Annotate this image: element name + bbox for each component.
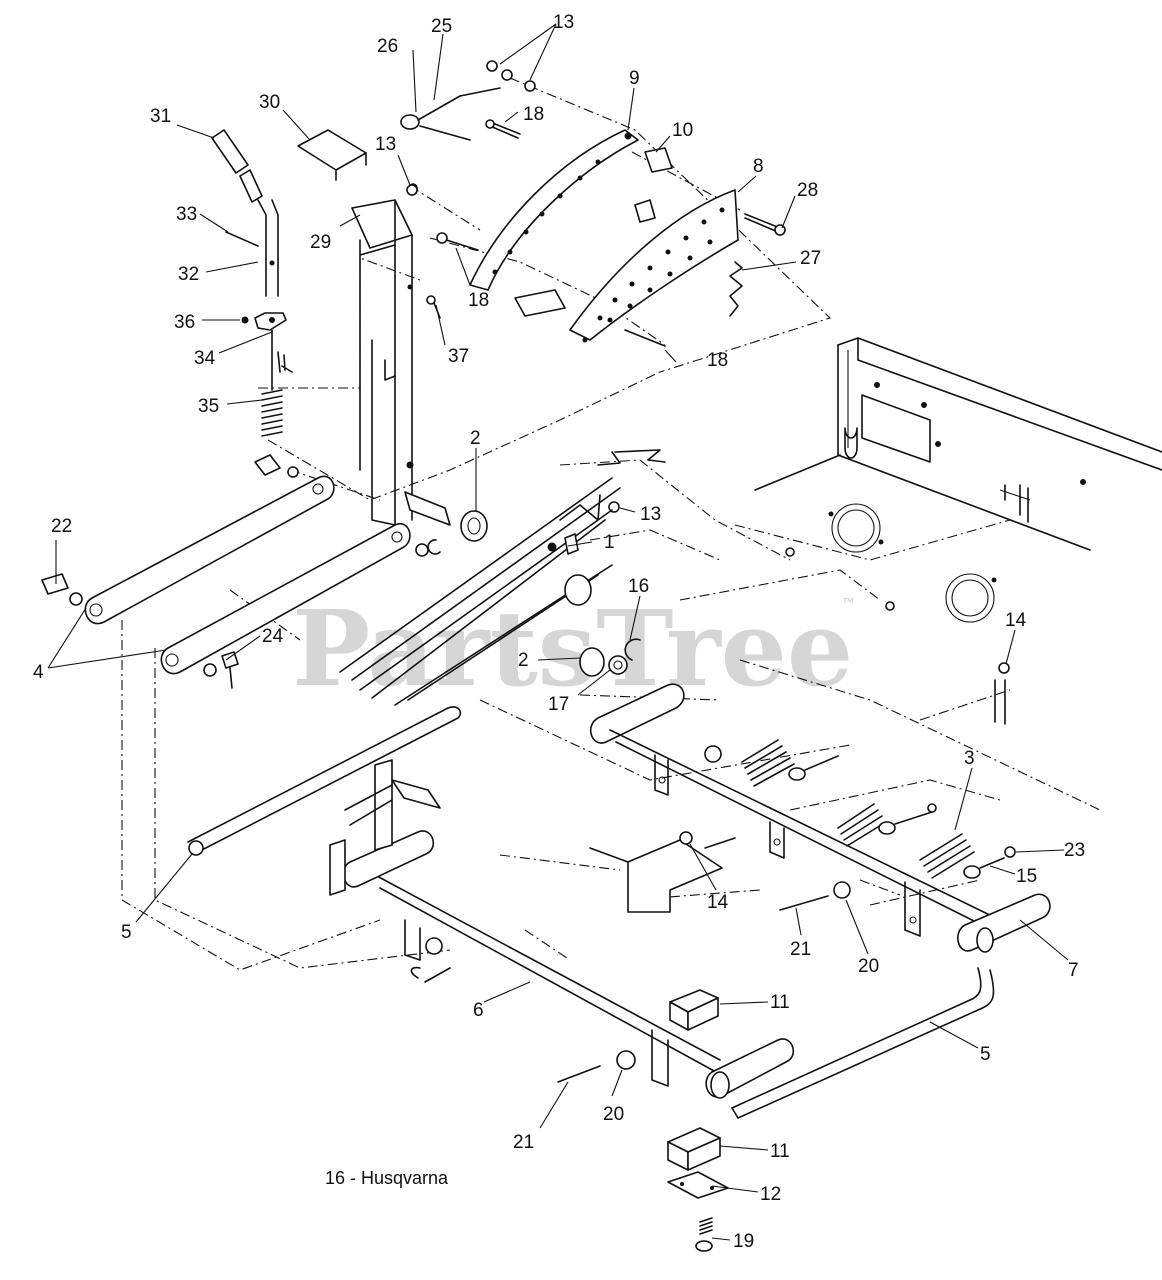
pivot-assembly: [339, 477, 641, 706]
foot-pedal-assembly: [400, 60, 786, 347]
callout-2: 2: [470, 428, 481, 449]
chassis-frame: [754, 337, 1162, 725]
callout-2: 2: [518, 650, 529, 671]
callout-33: 33: [176, 204, 197, 225]
callout-8: 8: [753, 156, 764, 177]
callout-16: 16: [628, 576, 649, 597]
callout-10: 10: [672, 120, 693, 141]
callout-20: 20: [858, 956, 879, 977]
callout-14: 14: [707, 892, 729, 913]
callout-17: 17: [548, 694, 569, 715]
callout-28: 28: [797, 180, 818, 201]
callout-6: 6: [473, 1000, 484, 1021]
callout-14: 14: [1005, 610, 1027, 631]
callout-1: 1: [604, 532, 615, 553]
callout-18: 18: [468, 290, 489, 311]
callout-15: 15: [1016, 866, 1037, 887]
callout-24: 24: [262, 626, 284, 647]
linkage-bars: [41, 475, 441, 689]
callout-23: 23: [1064, 840, 1085, 861]
lift-handle-assembly: [211, 129, 441, 531]
callout-37: 37: [448, 346, 469, 367]
callout-18: 18: [707, 350, 728, 371]
callout-19: 19: [733, 1231, 754, 1252]
callout-7: 7: [1068, 960, 1079, 981]
callout-29: 29: [310, 232, 331, 253]
callout-30: 30: [259, 92, 280, 113]
leader-lines: [47, 23, 1069, 1241]
front-shaft-assembly: [187, 706, 995, 1119]
lift-shaft-assembly: [557, 683, 1051, 1083]
callout-13: 13: [375, 134, 396, 155]
diagram-caption: 16 - Husqvarna: [325, 1168, 449, 1188]
callout-35: 35: [198, 396, 219, 417]
callout-22: 22: [51, 516, 72, 537]
watermark-text: PartsTree: [292, 587, 853, 710]
callout-20: 20: [603, 1104, 624, 1125]
callout-27: 27: [800, 248, 821, 269]
callout-11: 11: [770, 1141, 790, 1162]
callout-26: 26: [377, 36, 398, 57]
callout-21: 21: [513, 1132, 534, 1153]
callout-4: 4: [33, 662, 44, 683]
callout-12: 12: [760, 1184, 781, 1205]
callout-9: 9: [629, 68, 640, 89]
callout-labels: 1 2 2 3 4 5 5 6 7 8 9 10 11 11 12 13 13 …: [33, 12, 1085, 1252]
callout-13: 13: [553, 12, 574, 33]
callout-25: 25: [431, 16, 452, 37]
watermark: PartsTree ™: [292, 587, 854, 710]
callout-34: 34: [194, 348, 216, 369]
callout-5: 5: [121, 922, 132, 943]
callout-32: 32: [178, 264, 199, 285]
callout-13: 13: [640, 504, 661, 525]
callout-36: 36: [174, 312, 195, 333]
callout-18: 18: [523, 104, 544, 125]
callout-3: 3: [964, 748, 975, 769]
callout-31: 31: [150, 106, 171, 127]
mount-blocks: [667, 989, 729, 1252]
callout-21: 21: [790, 939, 811, 960]
callout-11: 11: [770, 992, 790, 1013]
callout-5: 5: [980, 1044, 991, 1065]
watermark-trademark: ™: [842, 595, 854, 609]
